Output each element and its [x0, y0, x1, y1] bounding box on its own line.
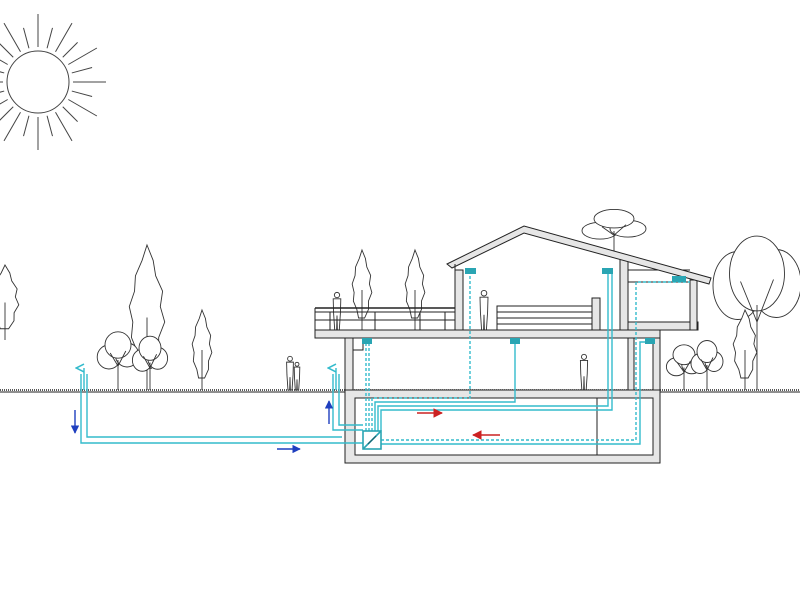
ventilation-unit-icon — [362, 430, 382, 450]
upper-floor — [314, 257, 699, 331]
flow-arrows — [70, 400, 500, 454]
air-vent-icon — [362, 338, 372, 344]
tree-icon — [732, 308, 758, 390]
tree-icon — [351, 248, 373, 330]
person-icon — [479, 289, 489, 331]
tree-icon — [581, 209, 647, 252]
roof — [446, 225, 712, 285]
tree-icon — [690, 340, 724, 390]
tree-icon — [0, 264, 20, 340]
air-vent-icon — [510, 338, 520, 344]
tree-icon — [131, 335, 169, 390]
air-vent-icon — [602, 268, 613, 274]
ground-floor — [314, 329, 661, 391]
air-vent-icon — [465, 268, 476, 274]
tree-icon — [404, 248, 426, 330]
trees-group — [0, 209, 800, 390]
people-group — [286, 289, 589, 391]
air-vent-icon — [672, 276, 686, 282]
air-vent-icon — [645, 338, 655, 344]
air-vents — [362, 268, 686, 344]
sun-icon — [0, 14, 106, 150]
tree-icon — [712, 235, 800, 390]
tree-icon — [96, 331, 140, 390]
basement — [344, 389, 661, 464]
person-icon — [332, 291, 342, 331]
tree-icon — [191, 308, 213, 390]
person-icon — [579, 353, 589, 391]
person-icon — [293, 361, 301, 391]
person-icon — [286, 355, 294, 391]
